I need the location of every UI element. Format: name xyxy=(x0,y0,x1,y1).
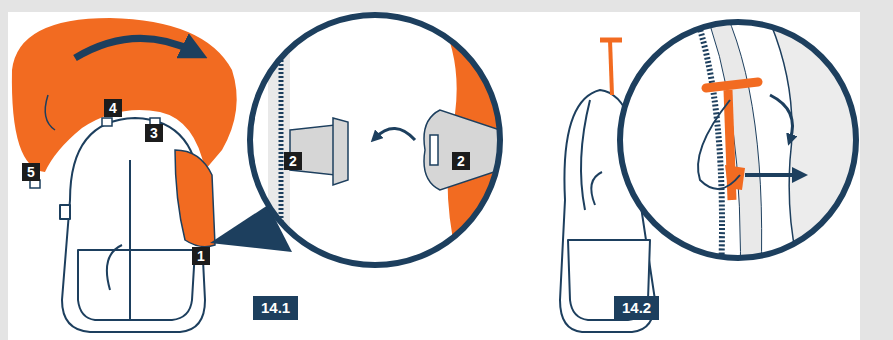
callout-number: 1 xyxy=(192,247,210,265)
callout-number: 2 xyxy=(452,152,470,170)
callout-number: 2 xyxy=(284,152,302,170)
callout-number: 5 xyxy=(22,163,40,181)
figure-number: 14.2 xyxy=(614,296,659,320)
figure-number: 14.1 xyxy=(253,296,298,320)
callout-number: 3 xyxy=(145,124,163,142)
callout-number: 4 xyxy=(104,99,122,117)
